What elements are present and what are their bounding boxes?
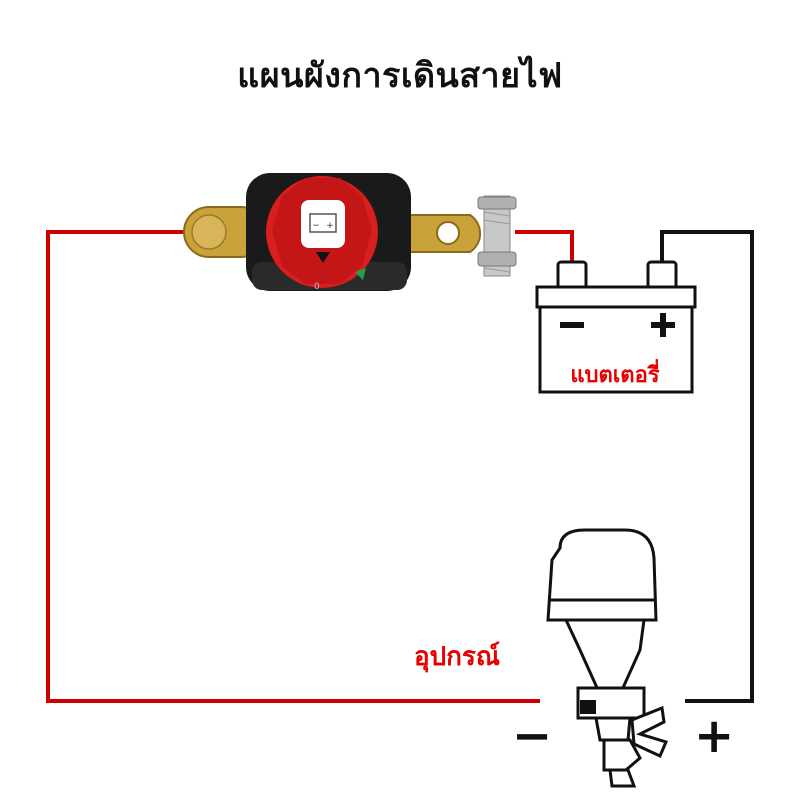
pointer-arrow-icon [316, 252, 330, 263]
motor-leg [594, 716, 632, 742]
device-label: อุปกรณ์ [414, 642, 500, 672]
outboard-motor-icon [546, 528, 669, 788]
propeller-icon [630, 705, 669, 759]
knob-minus-mark: − [312, 221, 320, 231]
motor-gearcase [602, 738, 642, 772]
diagram-title: แผนผังการเดินสายไฟ [237, 56, 563, 96]
motor-skeg [608, 768, 637, 788]
motor-cowling [546, 528, 658, 622]
motor-midsection [563, 618, 646, 692]
positive-wire [46, 230, 540, 703]
battery-window [301, 200, 345, 248]
off-mark: 0 [314, 282, 320, 292]
device-negative-symbol: − [512, 708, 553, 764]
battery-minus-icon [560, 322, 584, 328]
battery-body [538, 305, 694, 394]
positive-wire-to-battery [515, 230, 574, 262]
battery-lid [535, 285, 697, 309]
battery-post-negative [556, 260, 588, 290]
on-indicator [355, 268, 366, 280]
battery [535, 260, 697, 394]
knob-plus-mark: + [326, 221, 334, 231]
battery-disconnect-switch: − + 0 [183, 173, 517, 292]
battery-post-positive [646, 260, 678, 290]
negative-wire [660, 230, 754, 703]
motor-mount-plate [580, 700, 596, 714]
battery-label: แบตเตอรี่ [570, 363, 660, 388]
device-positive-symbol: + [694, 708, 735, 764]
